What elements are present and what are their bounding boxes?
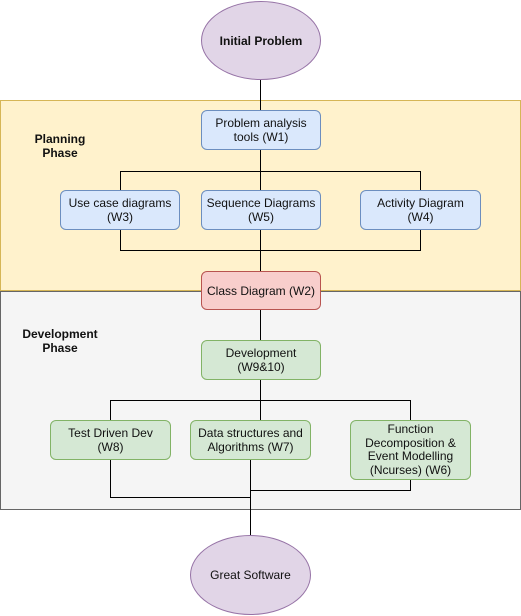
activity-diagram-node[interactable]: Activity Diagram (W4) [360, 190, 481, 230]
sequence-diagrams-node[interactable]: Sequence Diagrams (W5) [201, 190, 321, 230]
edge-planning-top-bus [120, 171, 421, 190]
class-diagram-node[interactable]: Class Diagram (W2) [201, 271, 321, 310]
problem-analysis-node[interactable]: Problem analysis tools (W1) [201, 110, 321, 150]
edge-func-bottom [250, 480, 411, 491]
function-decomposition-node[interactable]: Function Decomposition & Event Modelling… [350, 420, 471, 480]
development-node[interactable]: Development (W9&10) [201, 340, 321, 380]
initial-problem-node[interactable]: Initial Problem [201, 1, 321, 80]
edge-tdd-bottom [110, 460, 251, 498]
development-phase-label: Development Phase [22, 327, 98, 355]
use-case-diagrams-node[interactable]: Use case diagrams (W3) [60, 190, 180, 230]
planning-phase-label: Planning Phase [34, 132, 86, 160]
data-structures-node[interactable]: Data structures and Algorithms (W7) [190, 420, 311, 460]
edge-planning-bottom-bus [120, 230, 421, 251]
test-driven-dev-node[interactable]: Test Driven Dev (W8) [50, 420, 171, 460]
great-software-node[interactable]: Great Software [190, 535, 311, 615]
